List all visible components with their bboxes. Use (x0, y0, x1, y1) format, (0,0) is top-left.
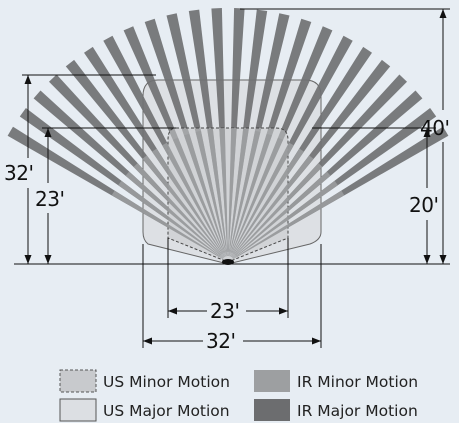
ir-minor-beam-22 (232, 171, 331, 259)
dim-label-us-minor-width: 23' (210, 299, 239, 323)
dimension-lines (14, 8, 450, 348)
legend-label-us-minor: US Minor Motion (103, 373, 230, 391)
ir-minor-beam-19 (231, 148, 304, 258)
ir-minor-beam-18 (230, 142, 294, 257)
ir-minor-beam-14 (228, 128, 249, 257)
ir-minor-beam-21 (232, 163, 323, 258)
ir-minor-beam-12 (219, 128, 228, 256)
ir-minor-beam-24 (233, 190, 345, 260)
ir-minor-beam-13 (228, 128, 237, 256)
dim-label-ir-major-depth: 40' (420, 116, 449, 140)
ir-minor-beam-9 (184, 133, 227, 257)
us-minor-region (167, 127, 289, 263)
dim-label-ir-minor-depth: 20' (409, 193, 438, 217)
ir-minor-fan (111, 128, 345, 260)
legend-swatch-us-minor (59, 369, 97, 393)
legend-swatch-ir-major (254, 399, 290, 421)
legend-label-us-major: US Major Motion (103, 402, 230, 420)
dim-label-us-minor-depth: 23' (35, 187, 64, 211)
ir-minor-beam-23 (232, 180, 338, 259)
ir-minor-beam-5 (142, 155, 225, 258)
ir-minor-beam-2 (118, 180, 224, 259)
ir-minor-beam-8 (172, 137, 226, 257)
ir-minor-beam-20 (231, 155, 314, 258)
dimension-arrows (24, 9, 447, 345)
dim-label-us-major-depth: 32' (4, 161, 33, 185)
legend-swatch-us-major (59, 398, 97, 422)
legend-label-ir-major: IR Major Motion (297, 402, 418, 420)
ir-minor-beam-7 (162, 142, 226, 257)
ir-minor-beam-6 (152, 148, 225, 258)
ir-minor-beam-4 (133, 163, 224, 258)
ir-minor-beam-10 (195, 130, 227, 257)
ir-minor-beam-15 (229, 130, 261, 257)
ir-minor-beam-3 (125, 171, 224, 259)
legend: US Minor Motion IR Minor Motion US Major… (59, 369, 418, 422)
legend-swatch-ir-minor (254, 370, 290, 392)
ir-minor-beam-16 (229, 133, 272, 257)
legend-label-ir-minor: IR Minor Motion (297, 373, 418, 391)
ir-minor-beam-11 (207, 128, 228, 257)
dim-label-us-major-width: 32' (206, 329, 235, 353)
ir-minor-beam-17 (230, 137, 284, 257)
ir-minor-beam-1 (111, 190, 223, 260)
